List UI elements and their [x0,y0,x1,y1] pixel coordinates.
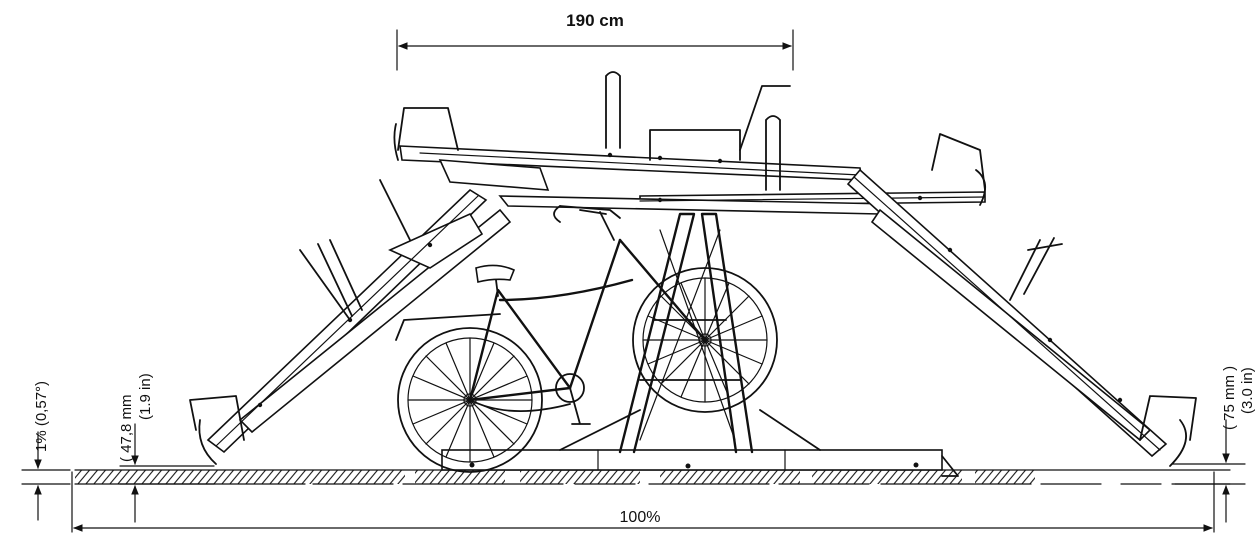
left-height-in-label: (1.9 in) [137,373,154,420]
right-ramp [846,168,1197,467]
left-slope-label: 1% (0,57°) [33,381,50,452]
a-frame-pillar [618,212,754,454]
right-height-mm: 75 mm [1221,375,1238,421]
left-height-dimension: ( 47,8 mm (1.9 in) [118,373,215,523]
left-height-mm: 47,8 mm [118,394,135,452]
ground [74,469,1231,485]
top-dimension: 190 cm [396,11,794,71]
right-height-mm-label: ( 75 mm ) [1221,366,1238,430]
left-height-mm-label: ( 47,8 mm [118,394,135,462]
right-height-dimension: ( 75 mm ) (3.0 in) [1171,366,1256,523]
bottom-width-label: 100% [620,509,661,526]
left-slope-dimension: 1% (0,57°) [21,381,71,521]
right-height-in-label: (3.0 in) [1239,367,1256,414]
upper-bike-holders [393,71,986,206]
bottom-dimension: 100% [71,471,1215,533]
top-width-label: 190 cm [566,11,624,30]
base-frame [441,409,959,477]
left-ramp [189,179,512,465]
bicycle [395,205,778,473]
